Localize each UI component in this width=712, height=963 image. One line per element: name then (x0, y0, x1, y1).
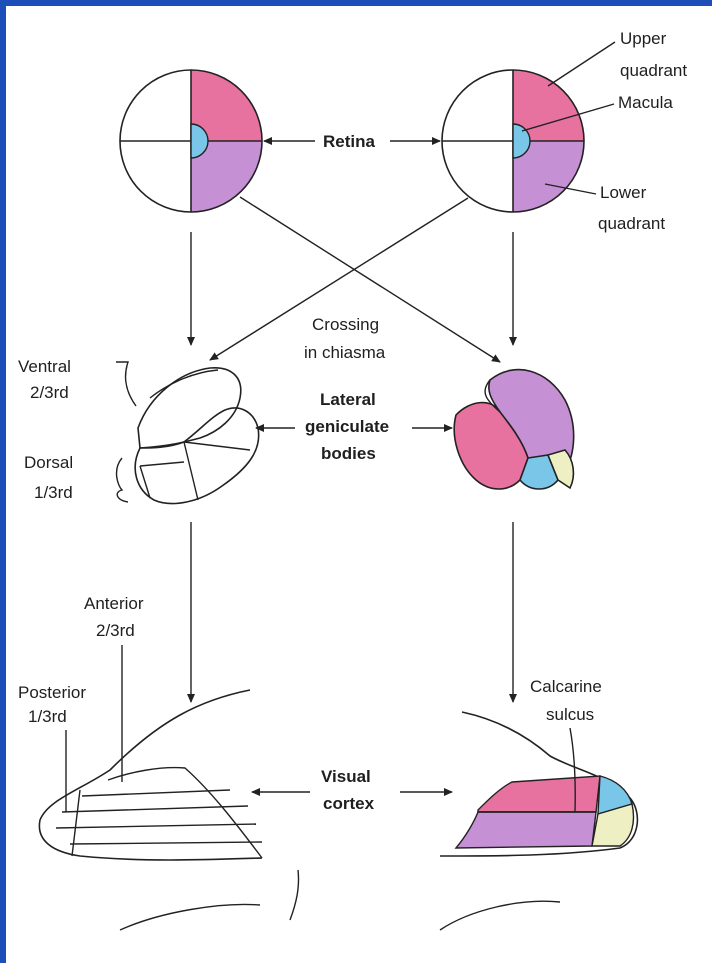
calcarine-label-line1: Calcarine (530, 677, 602, 696)
left-lgb (134, 367, 260, 505)
visual-cortex-label-line1: Visual (321, 767, 371, 786)
left-retina-lower-quadrant (191, 141, 262, 212)
left-retina-upper-quadrant (191, 70, 262, 141)
right-cortex-upper-band (477, 775, 601, 813)
anterior-label-line1: Anterior (84, 594, 144, 613)
right-retina (441, 69, 585, 213)
crossing-label-line1: Crossing (312, 315, 379, 334)
frame-left-border (0, 0, 6, 963)
left-visual-cortex (38, 689, 300, 931)
crossing-label-line2: in chiasma (304, 343, 386, 362)
right-macula (512, 123, 531, 159)
frame-top-border (0, 0, 712, 6)
macula-label: Macula (618, 93, 673, 112)
upper-quadrant-label-line1: Upper (620, 29, 667, 48)
crossing-arrow-to-right (239, 196, 501, 363)
posterior-label-line2: 1/3rd (28, 707, 67, 726)
right-lgb (453, 368, 575, 490)
ventral-label-line1: Ventral (18, 357, 71, 376)
lgb-label-line2: geniculate (305, 417, 389, 436)
posterior-label-line1: Posterior (18, 683, 86, 702)
dorsal-label-line1: Dorsal (24, 453, 73, 472)
lower-quadrant-pointer (544, 183, 597, 195)
calcarine-pointer (569, 727, 576, 813)
left-macula (190, 123, 209, 159)
upper-quadrant-label-line2: quadrant (620, 61, 687, 80)
dorsal-bracket (115, 457, 129, 503)
lower-quadrant-label-line1: Lower (600, 183, 647, 202)
right-cortex-lower-band (454, 811, 597, 849)
dorsal-label-line2: 1/3rd (34, 483, 73, 502)
calcarine-label-line2: sulcus (546, 705, 594, 724)
crossing-arrow-to-left (209, 197, 469, 361)
retina-label: Retina (323, 132, 376, 151)
macula-pointer (521, 103, 615, 132)
left-retina (119, 69, 263, 213)
lgb-label-line1: Lateral (320, 390, 376, 409)
ventral-label-line2: 2/3rd (30, 383, 69, 402)
lower-quadrant-label-line2: quadrant (598, 214, 665, 233)
upper-quadrant-pointer (547, 41, 616, 87)
ventral-bracket (116, 361, 137, 407)
lgb-label-line3: bodies (321, 444, 376, 463)
right-retina-lower-quadrant (513, 141, 584, 212)
right-retina-upper-quadrant (513, 70, 584, 141)
right-lgb-peripheral-part (546, 449, 575, 490)
anterior-label-line2: 2/3rd (96, 621, 135, 640)
visual-cortex-label-line2: cortex (323, 794, 375, 813)
right-cortex-peripheral-area (591, 803, 635, 847)
right-visual-cortex (439, 711, 639, 931)
